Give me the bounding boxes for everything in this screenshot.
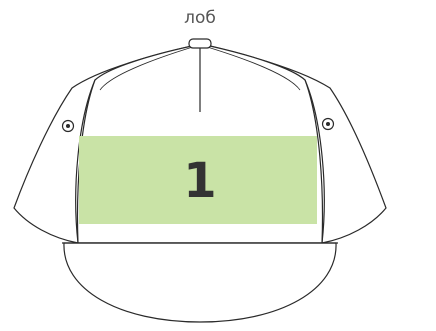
print-zone-number: 1 <box>183 153 216 209</box>
crown-seam <box>99 45 301 91</box>
print-zone-1 <box>79 136 317 224</box>
left-side-panel <box>13 45 193 244</box>
left-eyelet-inner <box>66 124 70 128</box>
top-button <box>188 38 212 49</box>
visor <box>63 242 337 323</box>
right-eyelet-inner <box>326 122 330 126</box>
right-side-panel <box>209 45 387 244</box>
forehead-label: лоб <box>184 8 216 28</box>
